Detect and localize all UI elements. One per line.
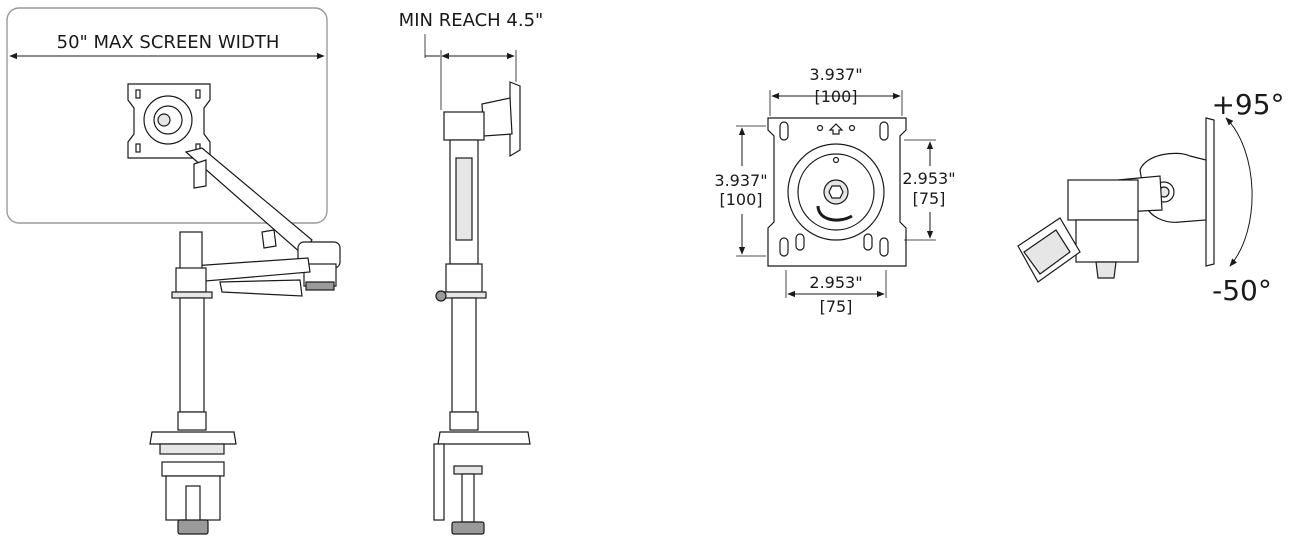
front-pole <box>171 231 213 431</box>
bottom-width-mm: [75] <box>820 297 853 316</box>
screen-width-label: 50" MAX SCREEN WIDTH <box>57 32 280 53</box>
right-height-label: 2.953" <box>902 169 955 188</box>
front-upper-arm <box>184 147 313 255</box>
front-vesa-plate <box>127 83 211 159</box>
front-desk-clamp <box>149 431 237 535</box>
side-view: MIN REACH 4.5" <box>399 10 544 535</box>
front-view: 50" MAX SCREEN WIDTH <box>6 7 341 535</box>
left-height-mm: [100] <box>719 190 762 209</box>
left-height-label: 3.937" <box>714 171 767 190</box>
tilt-down-label: -50° <box>1212 274 1272 307</box>
right-height-mm: [75] <box>913 189 946 208</box>
front-lower-arm <box>191 257 311 297</box>
tilt-arc <box>1225 117 1253 267</box>
vesa-plate-detail: 3.937" [100] 3.937" [100] 2.953" [75] 2.… <box>714 65 955 316</box>
top-width-mm: [100] <box>814 87 857 106</box>
min-reach-label: MIN REACH 4.5" <box>399 10 544 31</box>
top-width-label: 3.937" <box>809 65 862 84</box>
tilt-view: +95° -50° <box>1017 88 1285 307</box>
tilt-up-label: +95° <box>1211 88 1284 121</box>
screen-area-frame <box>6 7 328 224</box>
bottom-width-label: 2.953" <box>809 273 862 292</box>
